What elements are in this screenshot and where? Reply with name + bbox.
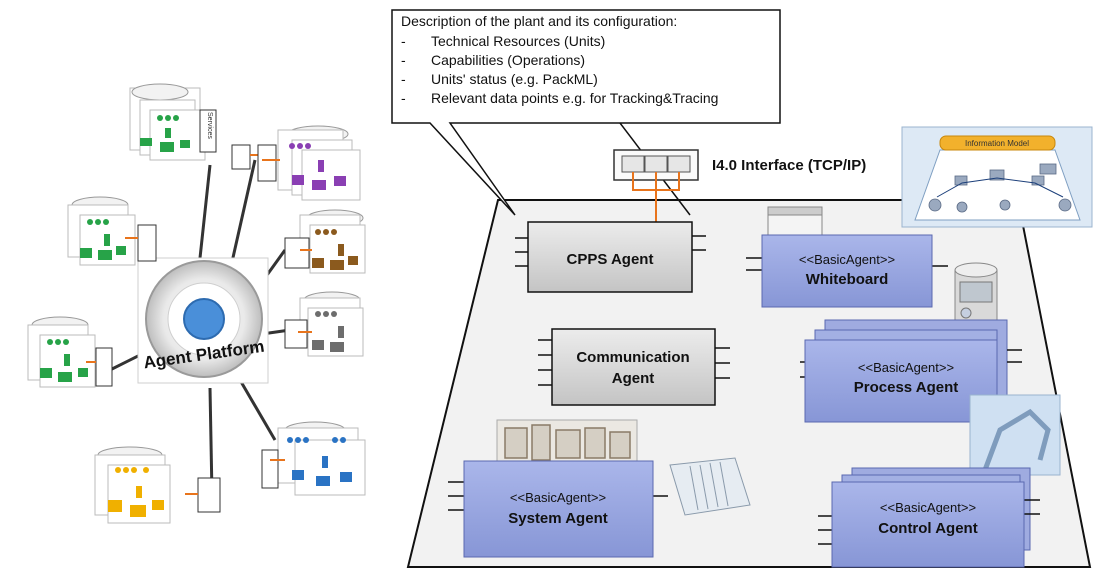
communication-agent-line1: Communication bbox=[576, 349, 689, 366]
services-label-1: Services bbox=[206, 112, 213, 139]
plant-cluster-yellow bbox=[94, 446, 221, 524]
process-label: Process Agent bbox=[854, 379, 958, 396]
sensor-image bbox=[954, 262, 998, 321]
plant-cluster-green-left bbox=[67, 196, 157, 266]
control-agent: <<BasicAgent>> Control Agent bbox=[818, 467, 1040, 568]
machine-image bbox=[496, 419, 638, 469]
process-agent: <<BasicAgent>> Process Agent bbox=[800, 319, 1022, 423]
cpps-agent-label: CPPS Agent bbox=[567, 251, 654, 268]
system-label: System Agent bbox=[508, 510, 607, 527]
plant-cluster-brown bbox=[284, 209, 366, 274]
interface-symbol bbox=[613, 149, 699, 222]
system-stereotype: <<BasicAgent>> bbox=[510, 490, 606, 505]
interface-label: I4.0 Interface (TCP/IP) bbox=[712, 157, 866, 174]
description-item: -Technical Resources (Units) bbox=[401, 33, 606, 49]
control-label: Control Agent bbox=[878, 520, 977, 537]
control-stereotype: <<BasicAgent>> bbox=[880, 500, 976, 515]
description-item: -Relevant data points e.g. for Tracking&… bbox=[401, 90, 719, 106]
communication-agent-line2: Agent bbox=[612, 370, 655, 387]
communication-agent: Communication Agent bbox=[538, 328, 730, 406]
plant-cluster-green-lower bbox=[27, 316, 113, 388]
agent-network: Agent Platform bbox=[109, 159, 291, 496]
plant-cluster-purple bbox=[257, 125, 361, 201]
description-text: Description of the plant and its configu… bbox=[395, 10, 780, 123]
plant-cluster-gray bbox=[284, 291, 364, 357]
information-model-image: Information Model bbox=[901, 126, 1093, 228]
whiteboard-label: Whiteboard bbox=[806, 271, 889, 288]
whiteboard-stereotype: <<BasicAgent>> bbox=[799, 252, 895, 267]
information-model-label: Information Model bbox=[965, 139, 1029, 148]
plc-image bbox=[669, 457, 751, 516]
description-item: -Capabilities (Operations) bbox=[401, 52, 586, 68]
description-item: -Units' status (e.g. PackML) bbox=[401, 71, 598, 87]
process-stereotype: <<BasicAgent>> bbox=[858, 360, 954, 375]
robot-image bbox=[969, 394, 1061, 476]
whiteboard-agent: <<BasicAgent>> Whiteboard bbox=[746, 234, 948, 308]
cpps-agent: CPPS Agent bbox=[515, 221, 706, 293]
whiteboard-image bbox=[767, 206, 823, 238]
system-agent: <<BasicAgent>> System Agent bbox=[448, 460, 668, 558]
plant-cluster-green-top: Services bbox=[129, 83, 262, 170]
description-title: Description of the plant and its configu… bbox=[401, 13, 678, 29]
plant-cluster-blue bbox=[261, 421, 366, 496]
